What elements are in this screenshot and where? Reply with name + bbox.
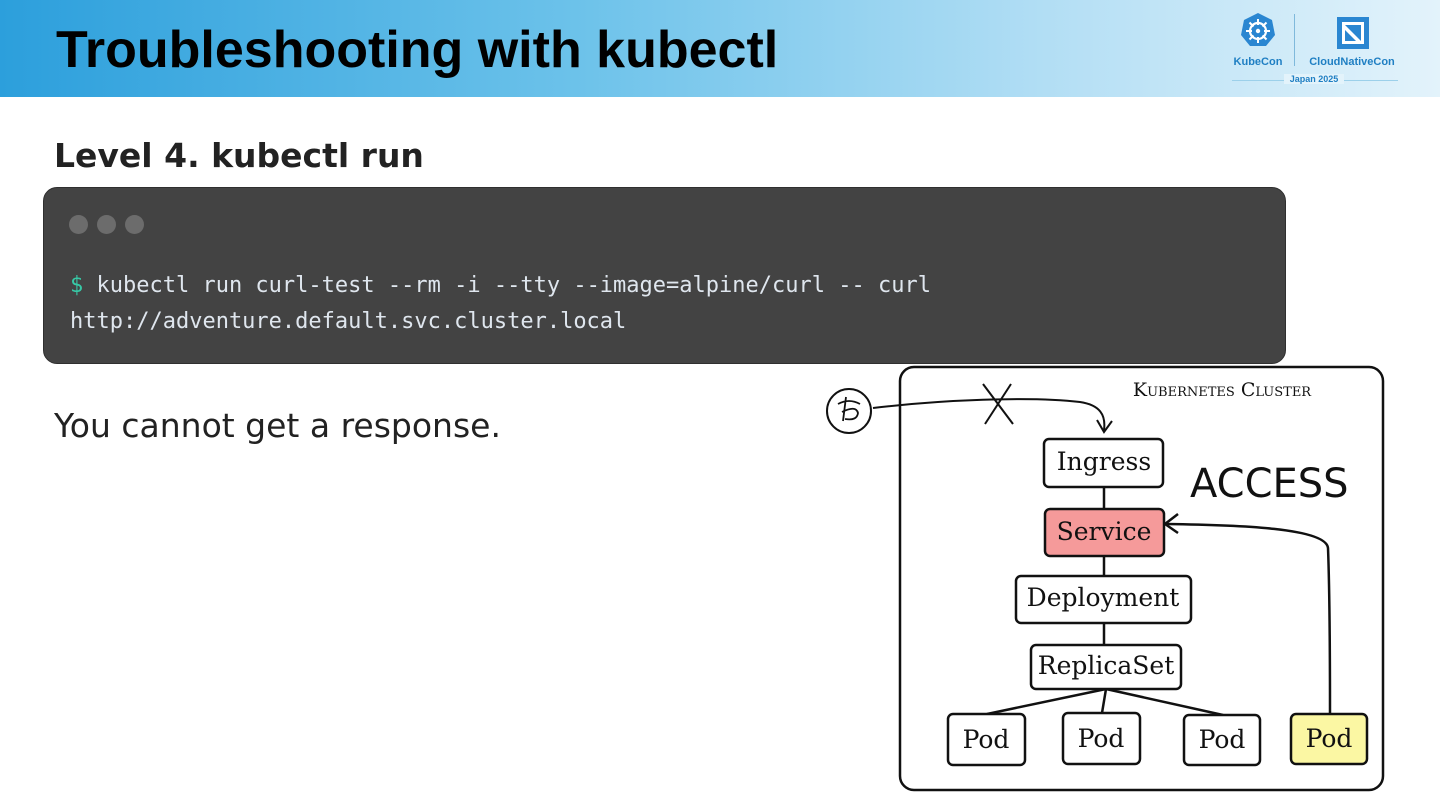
access-arrow-blocked xyxy=(872,398,1106,431)
node-pod-2-box xyxy=(1061,711,1142,766)
node-pod-3-box xyxy=(1182,713,1262,767)
user-icon xyxy=(826,388,872,434)
event-logo: KubeCon CloudNativeCon Japan 2025 xyxy=(1228,10,1406,90)
access-arrowhead-service xyxy=(1162,513,1179,535)
node-ingress-box xyxy=(1042,437,1165,489)
terminal-dot-icon xyxy=(125,215,144,234)
terminal-dot-icon xyxy=(69,215,88,234)
logo-cloudnativecon-text: CloudNativeCon xyxy=(1309,56,1395,68)
cluster-label: Kubernetes Cluster xyxy=(1133,379,1312,401)
level-heading: Level 4. kubectl run xyxy=(54,136,424,175)
access-arrow-success xyxy=(1165,522,1332,715)
node-replicaset-box xyxy=(1029,643,1183,691)
node-pod-test-label: Pod xyxy=(1306,724,1353,753)
node-pod-1-box xyxy=(946,712,1027,767)
node-deployment-box xyxy=(1014,574,1193,625)
node-replicaset-label: ReplicaSet xyxy=(1038,651,1175,680)
cloudnativecon-logo-icon xyxy=(1337,17,1369,49)
access-label: ACCESS xyxy=(1190,461,1349,507)
node-service-box xyxy=(1043,507,1166,558)
node-ingress-label: Ingress xyxy=(1057,447,1151,476)
kubecon-logo-icon xyxy=(1241,13,1275,46)
access-arrowhead-ingress xyxy=(1096,419,1113,434)
node-service-label: Service xyxy=(1057,517,1152,546)
page-title: Troubleshooting with kubectl xyxy=(56,21,779,79)
node-pod-3-label: Pod xyxy=(1199,725,1246,754)
code-line-1: kubectl run curl-test --rm -i --tty --im… xyxy=(83,273,931,298)
blocked-x-icon xyxy=(982,383,1014,425)
node-pod-2-label: Pod xyxy=(1078,724,1125,753)
node-pod-1-label: Pod xyxy=(963,725,1010,754)
terminal-dot-icon xyxy=(97,215,116,234)
node-deployment-label: Deployment xyxy=(1027,583,1180,612)
code-prompt: $ xyxy=(70,273,84,298)
logo-kubecon-text: KubeCon xyxy=(1233,56,1283,68)
code-terminal: $ kubectl run curl-test --rm -i --tty --… xyxy=(43,187,1286,364)
logo-event-text: Japan 2025 xyxy=(1284,74,1344,84)
response-text: You cannot get a response. xyxy=(54,406,501,445)
code-block: $ kubectl run curl-test --rm -i --tty --… xyxy=(70,268,931,340)
header-banner: Troubleshooting with kubectl Kub xyxy=(0,0,1440,97)
logo-divider xyxy=(1294,14,1295,66)
code-line-2: http://adventure.default.svc.cluster.loc… xyxy=(70,309,627,334)
connector-lines xyxy=(986,487,1224,717)
